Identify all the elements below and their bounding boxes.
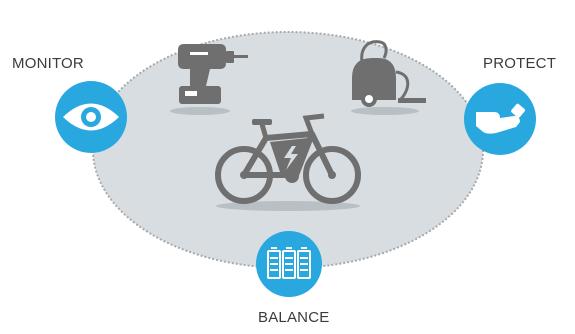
balance-label: BALANCE [258, 309, 330, 326]
electric-bike-icon [215, 113, 361, 204]
drill-icon [178, 44, 248, 104]
protect-label: PROTECT [483, 55, 557, 72]
vacuum-icon [352, 40, 426, 107]
protect-badge [464, 83, 536, 155]
balance-badge [256, 231, 322, 297]
hand-icon [476, 103, 525, 134]
battery-pack-icon [267, 247, 311, 279]
monitor-label: MONITOR [12, 55, 84, 72]
bike-shadow [216, 201, 360, 211]
drill-shadow [170, 107, 230, 115]
monitor-badge [55, 81, 127, 153]
vacuum-shadow [351, 107, 419, 115]
